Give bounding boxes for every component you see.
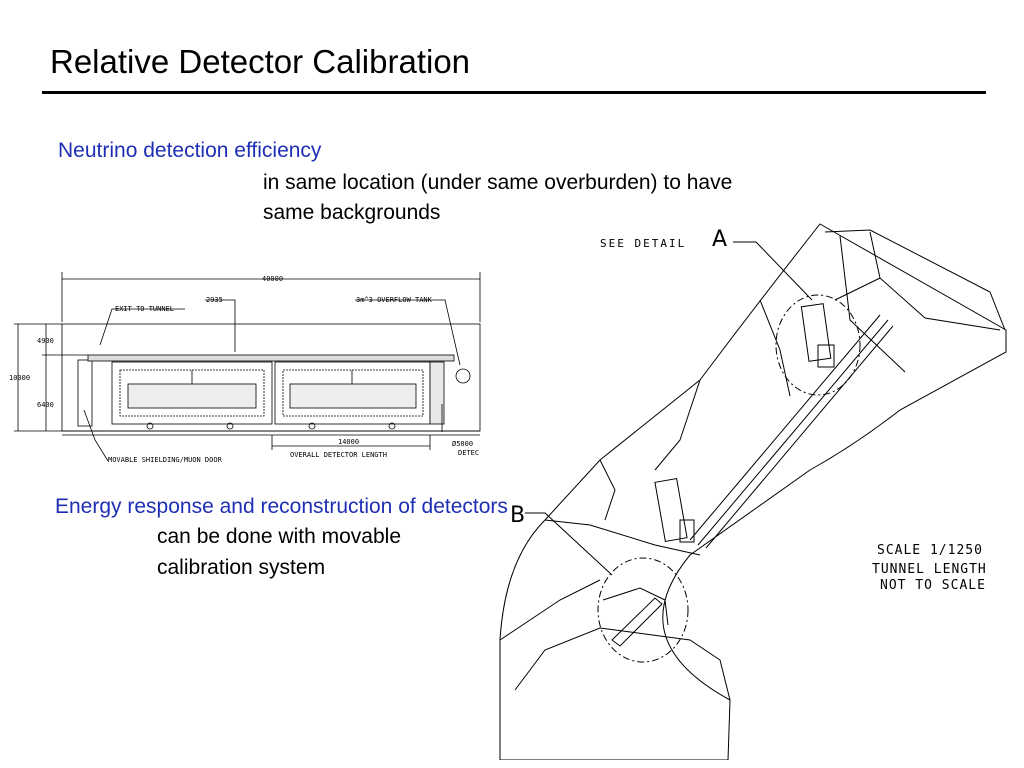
dim-4900: 4900 [37,337,54,345]
hall-section-drawing: 40000 EXIT TO TUNNEL 2935 3m^3 OVERFLOW … [9,272,481,464]
dim-2935: 2935 [206,296,223,304]
label-detec: DETEC [458,449,479,457]
tunnel-isometric-drawing: SEE DETAIL A B SCALE 1/1250 TUNNEL LENGT… [499,223,1007,760]
label-exit-tunnel: EXIT TO TUNNEL [115,305,174,313]
dim-total: 40000 [262,275,283,283]
label-overflow-tank: 3m^3 OVERFLOW TANK [356,296,433,304]
point1-line2: same backgrounds [263,201,441,224]
scale-label: SCALE 1/1250 [877,543,983,558]
label-detector-length: OVERALL DETECTOR LENGTH [290,451,387,459]
label-diameter: Ø5000 [452,440,473,448]
detail-b-label: B [510,503,525,528]
not-to-scale-label: NOT TO SCALE [880,578,986,593]
dim-6400: 6400 [37,401,54,409]
point2-line1: can be done with movable [157,525,401,548]
label-muon-door: MOVABLE SHIELDING/MUON DOOR [108,456,223,464]
dim-10000: 10000 [9,374,30,382]
point1-heading: Neutrino detection efficiency [58,139,322,162]
point2-line2: calibration system [157,556,326,579]
tunnel-length-label: TUNNEL LENGTH [872,562,987,577]
dim-14000: 14000 [338,438,359,446]
detail-a-label: A [712,227,727,252]
see-detail-label: SEE DETAIL [600,237,686,250]
point1-line1: in same location (under same overburden)… [263,171,733,194]
page-title: Relative Detector Calibration [50,43,471,80]
title-divider [42,91,986,94]
point2-heading: Energy response and reconstruction of de… [55,495,508,518]
